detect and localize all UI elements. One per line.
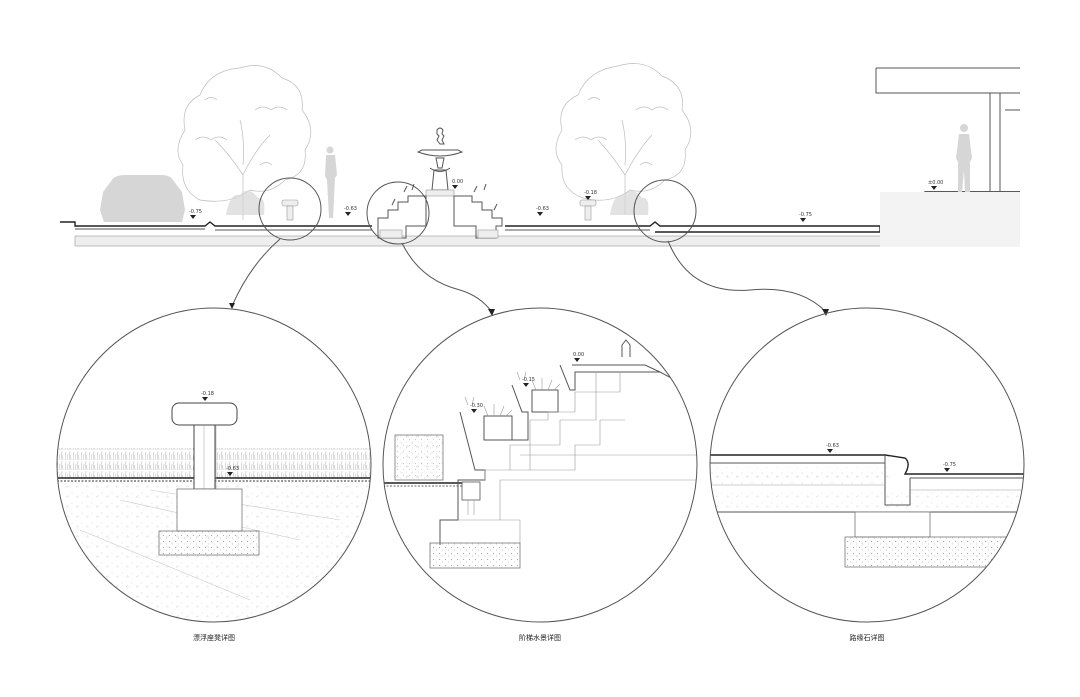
detail-frame-curb — [709, 307, 1025, 623]
callout-circle-fountain — [366, 181, 430, 245]
level-label: -0.63 — [226, 466, 239, 472]
fountain — [377, 127, 503, 239]
detail-curb-stone: -0.63 -0.75 路缘石详图 — [709, 307, 1025, 642]
level-marker: -0.15 — [522, 377, 535, 387]
level-label: -0.63 — [826, 443, 839, 449]
level-marker: -0.63 — [536, 206, 549, 216]
level-label: -0.15 — [522, 377, 535, 383]
level-marker: -0.75 — [189, 209, 202, 219]
leader-line-seat — [231, 238, 281, 307]
level-label: -0.63 — [536, 206, 549, 212]
level-label: 0.00 — [573, 352, 584, 358]
callout-circle-curb — [633, 179, 697, 243]
level-label: -0.63 — [344, 206, 357, 212]
detail-frame-water — [382, 307, 698, 623]
level-label: -0.75 — [189, 209, 202, 215]
detail-caption-water: 阶梯水景详图 — [519, 633, 561, 642]
level-label: -0.18 — [201, 391, 214, 397]
detail-caption-curb: 路缘石详图 — [850, 633, 885, 642]
detail-floating-seat: -0.18 -0.63 漂浮座凳详图 — [56, 307, 372, 642]
floating-seat-left — [281, 199, 299, 221]
house-outline — [875, 67, 1020, 192]
site-section: -0.75 -0.63 0.00 -0.63 -0.18 -0.75 ±0.00 — [60, 63, 1020, 316]
level-marker: -0.75 — [943, 462, 956, 472]
level-marker: -0.63 — [226, 466, 239, 476]
detail-stepped-water: 0.00 -0.15 -0.30 阶梯水景详图 — [382, 307, 698, 642]
level-label: -0.18 — [584, 190, 597, 196]
level-marker: -0.30 — [470, 403, 483, 413]
level-marker: -0.63 — [344, 206, 357, 216]
level-marker: -0.75 — [799, 212, 812, 222]
floating-seat-right — [579, 199, 597, 221]
level-marker: ±0.00 — [928, 180, 943, 190]
tree-left — [177, 65, 312, 220]
level-label: -0.75 — [943, 462, 956, 468]
person-right — [956, 124, 972, 192]
leader-line-curb — [667, 240, 827, 313]
level-marker: 0.00 — [452, 179, 463, 189]
callout-circle-seat — [258, 177, 322, 241]
leader-line-fountain — [401, 242, 493, 313]
detail-frame-seat — [56, 307, 372, 623]
level-marker: -0.18 — [201, 391, 214, 401]
level-marker: -0.18 — [584, 190, 597, 200]
level-marker: -0.63 — [826, 443, 839, 453]
level-label: -0.30 — [470, 403, 483, 409]
tree-right — [555, 63, 692, 215]
level-label: ±0.00 — [928, 180, 943, 186]
level-marker: 0.00 — [573, 352, 584, 362]
road-surface-left — [60, 221, 372, 227]
level-label: -0.75 — [799, 212, 812, 218]
person-left — [325, 146, 337, 218]
level-label: 0.00 — [452, 179, 463, 185]
car-silhouette — [100, 175, 185, 222]
detail-caption-seat: 漂浮座凳详图 — [193, 633, 235, 642]
